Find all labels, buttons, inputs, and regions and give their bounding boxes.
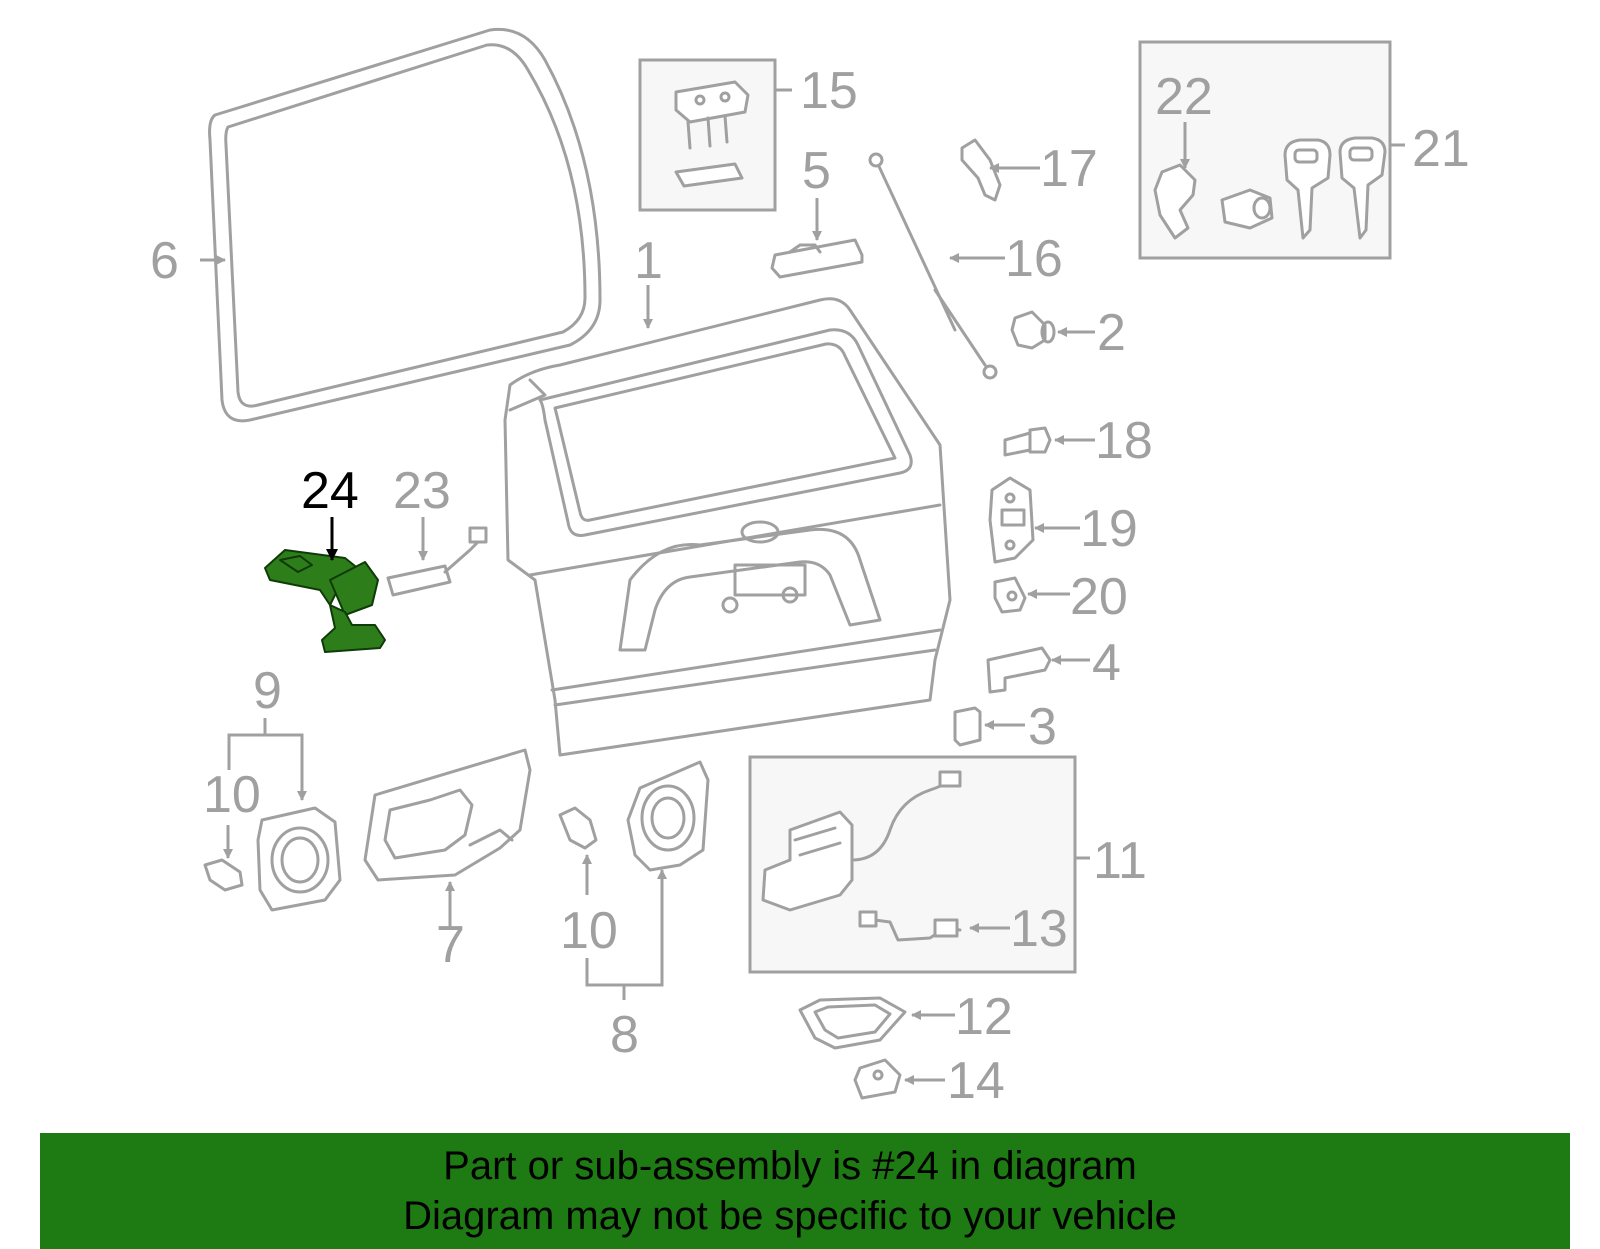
part-19-striker[interactable] xyxy=(988,476,1035,564)
part-16-gas-strut[interactable] xyxy=(868,152,998,380)
callout-8: 8 xyxy=(610,1006,639,1064)
callout-3: 3 xyxy=(1028,698,1057,756)
part-21-lock-set[interactable] xyxy=(1153,136,1387,240)
callout-17: 17 xyxy=(1040,140,1098,198)
callout-14: 14 xyxy=(947,1052,1005,1110)
part-6-weatherstrip[interactable] xyxy=(208,27,602,423)
part-14-cover[interactable] xyxy=(853,1058,902,1100)
callout-24: 24 xyxy=(301,462,359,520)
callout-9: 9 xyxy=(253,662,282,720)
part-15-hinge[interactable] xyxy=(674,80,750,188)
part-3-switch[interactable] xyxy=(953,706,982,747)
part-13-cable[interactable] xyxy=(858,910,962,942)
part-9-left-plate[interactable] xyxy=(256,806,342,912)
callout-7: 7 xyxy=(436,916,465,974)
callout-6: 6 xyxy=(150,232,179,290)
callout-12: 12 xyxy=(955,988,1013,1046)
part-10-left-clip[interactable] xyxy=(203,858,244,892)
callout-18: 18 xyxy=(1095,412,1153,470)
callout-5: 5 xyxy=(802,142,831,200)
callout-19: 19 xyxy=(1080,500,1138,558)
callout-10-right: 10 xyxy=(560,902,618,960)
callout-10-left: 10 xyxy=(203,766,261,824)
part-20-cover[interactable] xyxy=(993,576,1027,614)
callout-13: 13 xyxy=(1010,900,1068,958)
part-8-right-plate[interactable] xyxy=(626,760,710,872)
part-2-stopper[interactable] xyxy=(1010,310,1056,350)
part-15-box xyxy=(638,58,777,212)
callout-1: 1 xyxy=(634,232,663,290)
callout-15: 15 xyxy=(800,62,858,120)
callout-22: 22 xyxy=(1155,68,1213,126)
callout-2: 2 xyxy=(1097,304,1126,362)
callout-23: 23 xyxy=(393,462,451,520)
part-5-bracket[interactable] xyxy=(770,238,864,279)
banner-text: Part or sub-assembly is #24 in diagram D… xyxy=(40,1141,1540,1241)
part-10-right-clip[interactable] xyxy=(558,806,598,850)
part-17-clip[interactable] xyxy=(960,138,1002,202)
info-banner: Part or sub-assembly is #24 in diagram D… xyxy=(40,1133,1570,1249)
banner-line-2: Diagram may not be specific to your vehi… xyxy=(403,1194,1177,1238)
callout-21: 21 xyxy=(1412,120,1470,178)
part-12-gasket[interactable] xyxy=(798,996,907,1050)
callout-11: 11 xyxy=(1093,832,1147,890)
callout-20: 20 xyxy=(1070,568,1128,626)
part-23-lamp[interactable] xyxy=(386,526,488,597)
callout-4: 4 xyxy=(1092,634,1121,692)
part-11-box xyxy=(748,755,1077,974)
part-7-trim-panel[interactable] xyxy=(363,748,532,882)
part-24-highlighted[interactable] xyxy=(264,549,386,653)
banner-line-1: Part or sub-assembly is #24 in diagram xyxy=(443,1144,1137,1188)
part-4-handle-cover[interactable] xyxy=(986,646,1052,694)
part-18-bolt[interactable] xyxy=(1003,426,1052,457)
part-11-latch[interactable] xyxy=(761,770,962,912)
part-1-back-door[interactable] xyxy=(503,297,952,757)
callout-16: 16 xyxy=(1005,230,1063,288)
